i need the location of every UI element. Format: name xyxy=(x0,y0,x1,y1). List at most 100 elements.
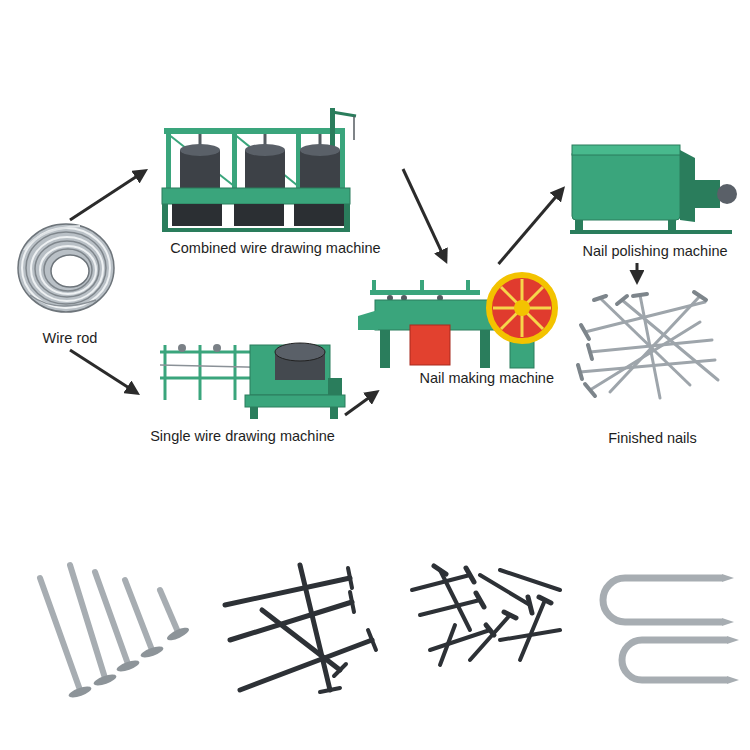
nail-making-machine xyxy=(489,275,555,341)
nail-making-machine xyxy=(501,287,543,329)
flow-arrow xyxy=(345,394,375,415)
single-drawing-machine xyxy=(330,407,338,419)
finished-nails xyxy=(694,292,706,300)
flow-arrow xyxy=(70,172,143,220)
black-nails xyxy=(240,640,372,690)
polishing-machine xyxy=(680,150,695,222)
roofing-nails xyxy=(434,566,446,574)
black-nails xyxy=(334,664,346,676)
u-staples xyxy=(603,574,739,684)
process-step: Combined wire drawing machine xyxy=(148,120,403,260)
black-nails xyxy=(348,568,352,588)
nail-making-machine xyxy=(410,325,450,365)
black-nails xyxy=(225,565,376,692)
flow-arrow xyxy=(635,263,638,279)
roofing-nails xyxy=(440,570,470,630)
step-label: Wire rod xyxy=(43,330,98,347)
combined-drawing-machine xyxy=(232,128,237,190)
flow-arrow xyxy=(499,191,562,264)
wire-coil xyxy=(18,224,114,312)
nail-making-machine xyxy=(380,330,390,368)
single-drawing-machine xyxy=(275,343,325,361)
black-nails xyxy=(300,565,330,690)
step-label: Finished nails xyxy=(608,430,697,447)
single-drawing-machine xyxy=(160,377,252,380)
finished-nails xyxy=(581,325,589,339)
u-staples xyxy=(727,676,739,684)
finished-nails xyxy=(590,322,700,390)
black-nails xyxy=(262,610,340,670)
combined-drawing-machine xyxy=(162,204,168,230)
combined-drawing-machine xyxy=(332,112,356,116)
combined-drawing-machine xyxy=(180,144,220,156)
combined-drawing-machine xyxy=(353,116,355,140)
u-staples xyxy=(727,636,739,644)
finished-nails xyxy=(633,294,647,296)
nail-making-machine xyxy=(514,300,530,316)
common-nails xyxy=(40,565,191,700)
roofing-nails xyxy=(466,568,474,582)
roofing-nails xyxy=(476,593,484,607)
nail-making-machine xyxy=(501,287,543,329)
common-nails xyxy=(125,580,152,650)
combined-drawing-machine xyxy=(245,144,285,156)
polishing-machine xyxy=(717,184,737,204)
polishing-machine xyxy=(572,145,680,155)
step-label: Nail polishing machine xyxy=(582,243,727,260)
combined-drawing-machine xyxy=(294,204,344,226)
finished-nails xyxy=(600,298,690,385)
nail-making-machine xyxy=(370,290,480,295)
combined-drawing-machine xyxy=(166,128,171,190)
combined-drawing-machine xyxy=(162,108,356,232)
u-staples xyxy=(722,618,734,626)
single-drawing-machine xyxy=(250,407,258,419)
wire-coil xyxy=(35,241,99,297)
single-drawing-machine xyxy=(178,344,186,352)
step-label: Single wire drawing machine xyxy=(150,428,335,445)
single-drawing-machine xyxy=(160,343,345,419)
finished-nails xyxy=(594,296,606,300)
nail-making-machine xyxy=(358,310,378,330)
nail-making-machine xyxy=(466,280,470,292)
common-nails xyxy=(40,578,80,690)
black-nails xyxy=(368,630,376,650)
finished-nails xyxy=(578,365,582,379)
combined-drawing-machine xyxy=(172,204,222,226)
roofing-nails xyxy=(440,625,455,665)
combined-drawing-machine xyxy=(234,204,284,226)
wire-coil xyxy=(40,246,96,294)
nail-making-machine xyxy=(420,280,424,292)
combined-drawing-machine xyxy=(162,188,350,204)
roofing-nails xyxy=(539,597,551,603)
combined-drawing-machine xyxy=(164,128,344,134)
common-nails xyxy=(165,625,190,642)
polishing-machine xyxy=(572,150,680,220)
common-nails xyxy=(115,658,140,674)
finished-nails xyxy=(617,296,627,304)
single-drawing-machine xyxy=(245,395,345,407)
polishing-machine xyxy=(695,180,720,208)
combined-drawing-machine xyxy=(162,228,350,232)
wire-coil xyxy=(44,249,92,291)
wire-coil xyxy=(26,232,106,304)
roofing-nails xyxy=(420,600,480,615)
common-nails xyxy=(95,572,128,664)
common-nails xyxy=(139,644,164,660)
finished-nails xyxy=(588,345,592,359)
nail-making-machine xyxy=(358,275,555,368)
wire-coil xyxy=(24,226,80,250)
process-step: Nail making machine xyxy=(355,264,560,390)
single-drawing-machine xyxy=(160,351,252,354)
process-step: Wire rod xyxy=(15,220,125,350)
finished-nails xyxy=(585,384,595,396)
combined-drawing-machine xyxy=(340,128,345,190)
nail-making-machine xyxy=(480,330,490,368)
roofing-nails xyxy=(412,575,470,590)
flow-arrow xyxy=(70,350,135,392)
roofing-nails xyxy=(412,566,560,665)
black-nails xyxy=(225,578,350,605)
nail-making-machine xyxy=(372,280,376,292)
common-nails xyxy=(160,590,178,632)
finished-nails xyxy=(578,292,718,398)
